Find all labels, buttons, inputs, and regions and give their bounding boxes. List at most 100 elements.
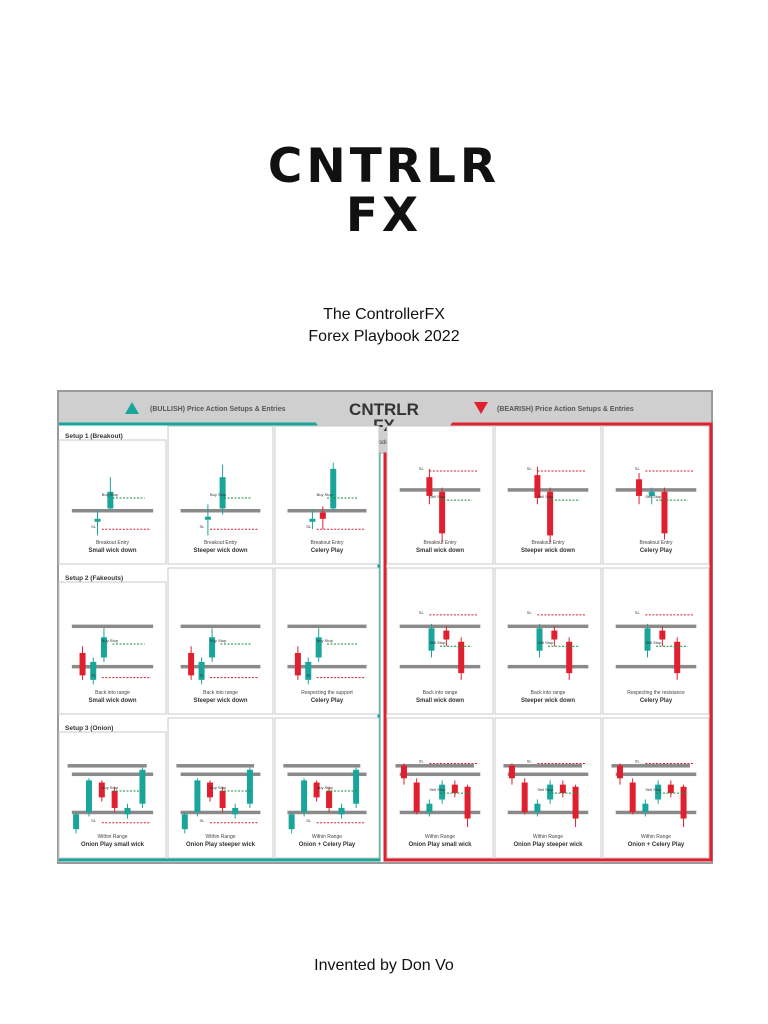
support-resistance-level bbox=[71, 772, 154, 777]
setup-cell bbox=[386, 567, 494, 715]
candle-body bbox=[188, 652, 195, 676]
entry-label: Buy Stop bbox=[317, 492, 334, 497]
candle-body bbox=[559, 784, 566, 794]
setup-cell bbox=[274, 717, 380, 859]
entry-label: Sell Stop bbox=[645, 640, 662, 645]
support-resistance-level bbox=[180, 810, 261, 815]
candle-body bbox=[534, 803, 541, 813]
entry-label: Sell Stop bbox=[537, 494, 554, 499]
support-resistance-level bbox=[615, 810, 697, 815]
candle-body bbox=[94, 518, 101, 522]
setup-cell bbox=[602, 567, 710, 715]
stop-loss-label: SL bbox=[527, 610, 533, 615]
candle-body bbox=[246, 769, 253, 804]
support-resistance-level bbox=[615, 488, 697, 492]
entry-label: Sell Stop bbox=[645, 787, 662, 792]
entry-label: Sell Stop bbox=[429, 640, 446, 645]
candle-body bbox=[85, 780, 92, 813]
entry-label: Buy Stop bbox=[317, 785, 334, 790]
poster-handle: @itsdonvo bbox=[370, 440, 399, 446]
setup-title: Celery Play bbox=[311, 698, 344, 704]
entry-label: Buy Stop bbox=[102, 638, 119, 643]
candle-body bbox=[428, 628, 435, 651]
range-level bbox=[283, 764, 361, 768]
support-resistance-level bbox=[507, 810, 589, 815]
setup-title: Onion Play small wick bbox=[408, 842, 472, 848]
bearish-triangle-icon bbox=[474, 402, 488, 414]
poster-logo-line1: CNTRLR bbox=[349, 400, 419, 419]
setup-caption: Respecting the resistance bbox=[627, 690, 685, 696]
candle-body bbox=[305, 661, 312, 680]
setup-caption: Back into range bbox=[531, 690, 566, 696]
setup-cell bbox=[494, 567, 602, 715]
candle-body bbox=[207, 782, 213, 798]
candle-body bbox=[644, 628, 651, 651]
entry-label: Sell Stop bbox=[537, 787, 554, 792]
setup-caption: Breakout Entry bbox=[423, 540, 457, 546]
candle-body bbox=[648, 491, 655, 496]
stop-loss-label: SL bbox=[419, 466, 425, 471]
candle-body bbox=[319, 512, 326, 519]
setup-caption: Back into range bbox=[203, 690, 238, 696]
candle-body bbox=[90, 661, 97, 680]
candle-body bbox=[413, 782, 420, 813]
candle-body bbox=[642, 803, 649, 813]
candle-body bbox=[674, 641, 681, 674]
candle-body bbox=[464, 786, 471, 819]
candle-body bbox=[534, 475, 541, 498]
setup-caption: Breakout Entry bbox=[310, 540, 344, 546]
bullish-header-title: (BULLISH) Price Action Setups & Entries bbox=[150, 406, 286, 413]
stop-loss-label: SL bbox=[306, 818, 312, 823]
cover-subtitle-line1: The ControllerFX bbox=[323, 306, 445, 323]
setup-label: Setup 2 (Fakeouts) bbox=[65, 575, 123, 582]
candle-body bbox=[198, 661, 205, 680]
support-resistance-level bbox=[399, 488, 481, 492]
entry-label: Buy Stop bbox=[210, 638, 227, 643]
candle-body bbox=[636, 479, 643, 496]
candle-body bbox=[629, 782, 636, 813]
setup-title: Small wick down bbox=[416, 548, 464, 554]
support-resistance-level bbox=[71, 664, 154, 669]
stop-loss-label: SL bbox=[91, 673, 97, 678]
setup-caption: Within Range bbox=[641, 834, 671, 840]
candle-body bbox=[181, 814, 188, 830]
cover-logo-line1: CNTRLR bbox=[267, 139, 501, 194]
support-resistance-level bbox=[180, 624, 261, 629]
setup-title: Onion + Celery Play bbox=[628, 842, 685, 848]
cover-subtitle-line2: Forex Playbook 2022 bbox=[308, 328, 460, 345]
entry-label: Sell Stop bbox=[429, 494, 446, 499]
support-resistance-level bbox=[71, 624, 154, 629]
setup-title: Steeper wick down bbox=[193, 548, 247, 554]
candle-body bbox=[294, 652, 301, 676]
setup-caption: Breakout Entry bbox=[639, 540, 673, 546]
stop-loss-label: SL bbox=[200, 818, 206, 823]
support-resistance-level bbox=[399, 772, 481, 777]
setup-cell bbox=[274, 425, 380, 565]
candle-body bbox=[661, 491, 668, 534]
entry-label: Sell Stop bbox=[429, 787, 446, 792]
support-resistance-level bbox=[287, 624, 367, 629]
candle-body bbox=[551, 630, 558, 640]
stop-loss-label: SL bbox=[306, 673, 312, 678]
candle-body bbox=[73, 814, 80, 830]
candle-body bbox=[330, 468, 337, 509]
candle-body bbox=[400, 765, 407, 779]
stop-loss-label: SL bbox=[635, 758, 641, 763]
candle-body bbox=[451, 784, 458, 794]
setup-cell bbox=[274, 567, 380, 715]
candle-body bbox=[204, 516, 211, 520]
setup-caption: Within Range bbox=[312, 834, 342, 840]
candle-body bbox=[353, 769, 360, 804]
candle-body bbox=[219, 477, 226, 509]
setup-label: Setup 1 (Breakout) bbox=[65, 433, 123, 440]
candle-body bbox=[508, 765, 515, 779]
setup-title: Celery Play bbox=[640, 698, 673, 704]
range-level bbox=[395, 764, 474, 768]
entry-label: Buy Stop bbox=[210, 492, 227, 497]
setup-caption: Respecting the support bbox=[301, 690, 353, 696]
setup-caption: Within Range bbox=[425, 834, 455, 840]
bearish-header-title: (BEARISH) Price Action Setups & Entries bbox=[497, 406, 634, 413]
support-resistance-level bbox=[399, 664, 481, 669]
candle-body bbox=[547, 784, 554, 800]
cover-logo-line2: FX bbox=[345, 188, 423, 243]
